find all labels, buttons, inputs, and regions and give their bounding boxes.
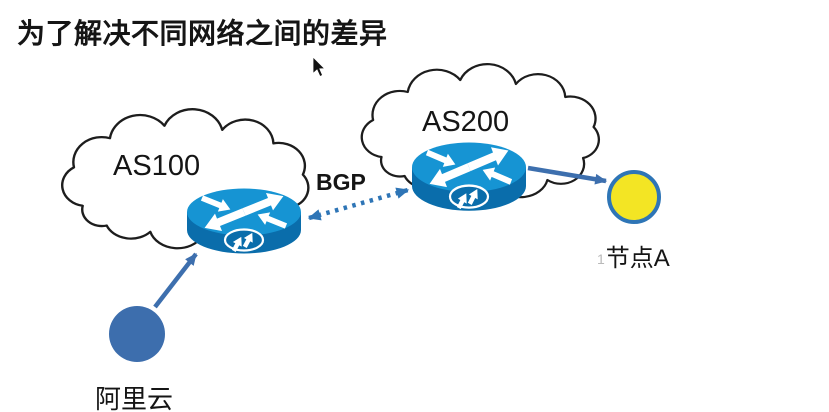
node-a-prefix: 1 bbox=[597, 251, 605, 267]
aliyun-node-label: 阿里云 bbox=[95, 384, 174, 412]
aliyun-to-as100-arrow bbox=[153, 252, 198, 309]
cloud-label-as100: AS100 bbox=[113, 150, 201, 182]
cloud-label-as200: AS200 bbox=[422, 106, 510, 138]
as200-to-nodea-arrow bbox=[527, 165, 608, 185]
node-a-circle bbox=[607, 170, 661, 224]
bgp-link-label: BGP bbox=[316, 169, 366, 195]
router-icon-as200 bbox=[412, 141, 526, 210]
mouse-cursor-icon bbox=[312, 56, 326, 78]
aliyun-node-circle bbox=[109, 306, 165, 362]
node-a-label-text: 节点A bbox=[605, 245, 670, 272]
node-a-label: 1节点A bbox=[597, 238, 670, 273]
slide-title: 为了解决不同网络之间的差异 bbox=[17, 18, 388, 49]
router-icon-as100 bbox=[187, 187, 301, 253]
